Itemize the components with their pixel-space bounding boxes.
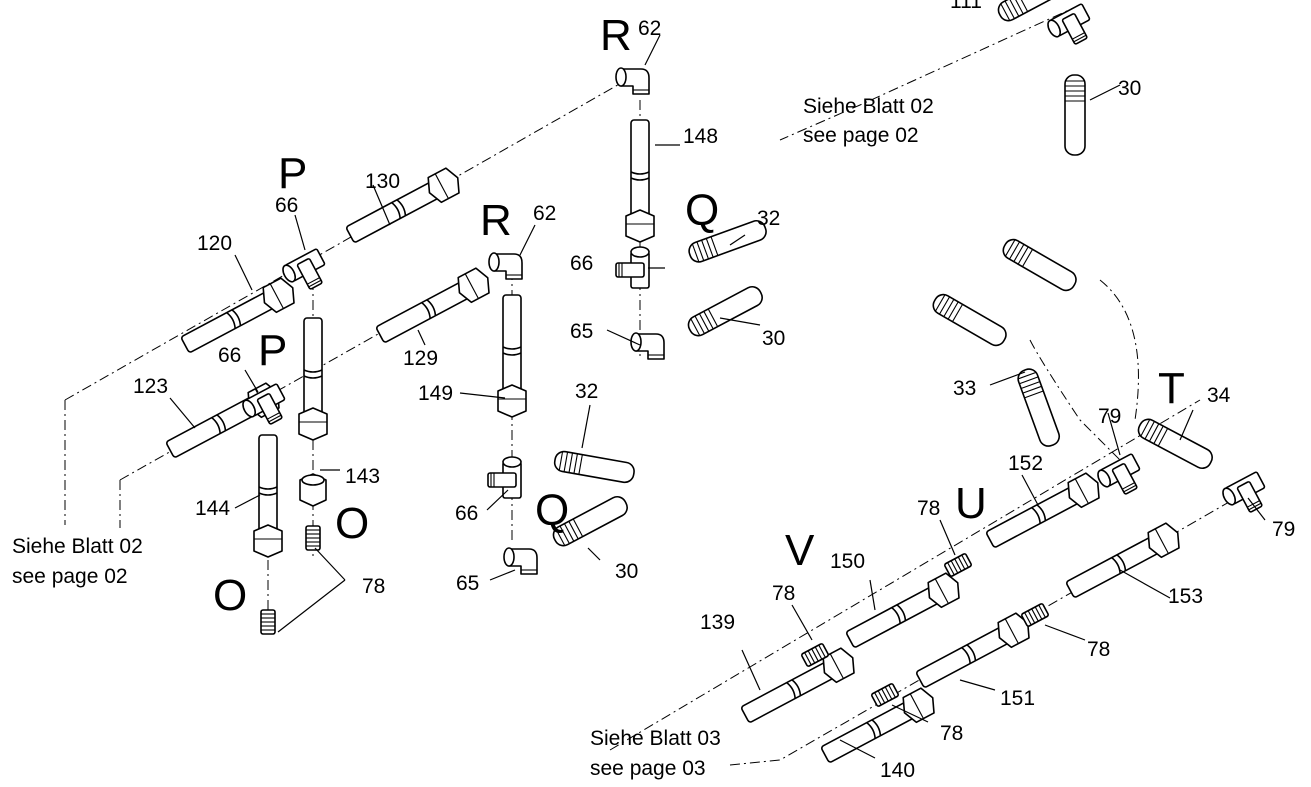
item-78-u: 78 bbox=[917, 497, 940, 520]
item-66-q-top: 66 bbox=[570, 252, 593, 275]
item-32-bot: 32 bbox=[575, 380, 598, 403]
leader-lines bbox=[169, 34, 1266, 759]
item-number-labels: 62 148 130 66 62 32 120 66 65 30 129 66 … bbox=[133, 0, 1295, 782]
item-33: 33 bbox=[953, 377, 976, 400]
item-78-left: 78 bbox=[362, 575, 385, 598]
item-153: 153 bbox=[1168, 585, 1203, 608]
item-120: 120 bbox=[197, 232, 232, 255]
page-references: Siehe Blatt 02 see page 02 Siehe Blatt 0… bbox=[12, 95, 934, 780]
item-152: 152 bbox=[1008, 452, 1043, 475]
letter-r-mid: R bbox=[480, 196, 512, 245]
letter-q-bot: Q bbox=[535, 486, 569, 535]
letter-o-right: O bbox=[335, 499, 369, 548]
item-78-r1: 78 bbox=[1087, 638, 1110, 661]
ref-bottom-german: Siehe Blatt 03 bbox=[590, 727, 721, 750]
item-62-top: 62 bbox=[638, 17, 661, 40]
item-148: 148 bbox=[683, 125, 718, 148]
ref-left-english: see page 02 bbox=[12, 565, 128, 588]
item-143: 143 bbox=[345, 465, 380, 488]
item-150: 150 bbox=[830, 550, 865, 573]
item-149: 149 bbox=[418, 382, 453, 405]
ref-top-german: Siehe Blatt 02 bbox=[803, 95, 934, 118]
letter-p-bot: P bbox=[258, 326, 287, 375]
item-66-p-top: 66 bbox=[275, 194, 298, 217]
ref-left-german: Siehe Blatt 02 bbox=[12, 535, 143, 558]
item-79-top: 79 bbox=[1098, 405, 1121, 428]
item-123: 123 bbox=[133, 375, 168, 398]
item-78-r2: 78 bbox=[940, 722, 963, 745]
item-78-v: 78 bbox=[772, 582, 795, 605]
item-140: 140 bbox=[880, 759, 915, 782]
item-62-mid: 62 bbox=[533, 202, 556, 225]
item-66-p-bot: 66 bbox=[218, 344, 241, 367]
item-65-bot: 65 bbox=[456, 572, 479, 595]
item-151: 151 bbox=[1000, 687, 1035, 710]
item-130: 130 bbox=[365, 170, 400, 193]
connection-letter-labels: R P Q R P T U O Q V O bbox=[213, 11, 1185, 620]
item-79-right: 79 bbox=[1272, 518, 1295, 541]
ref-top-english: see page 02 bbox=[803, 124, 919, 147]
item-144: 144 bbox=[195, 497, 230, 520]
item-30-top: 30 bbox=[1118, 77, 1141, 100]
item-30-bot: 30 bbox=[615, 560, 638, 583]
item-30-mid: 30 bbox=[762, 327, 785, 350]
item-66-q-bot: 66 bbox=[455, 502, 478, 525]
item-34: 34 bbox=[1207, 384, 1231, 407]
item-111-partial: 111 bbox=[950, 0, 982, 13]
letter-o-left: O bbox=[213, 571, 247, 620]
letter-r-top: R bbox=[600, 11, 632, 60]
item-139: 139 bbox=[700, 611, 735, 634]
letter-q-top: Q bbox=[685, 186, 719, 235]
item-32-top: 32 bbox=[757, 207, 780, 230]
letter-v: V bbox=[785, 526, 815, 575]
parts-middle bbox=[487, 67, 770, 575]
letter-t: T bbox=[1158, 364, 1185, 413]
item-129: 129 bbox=[403, 347, 438, 370]
ref-bottom-english: see page 03 bbox=[590, 757, 706, 780]
item-65-top: 65 bbox=[570, 320, 593, 343]
letter-p-top: P bbox=[278, 149, 307, 198]
letter-u: U bbox=[955, 479, 987, 528]
